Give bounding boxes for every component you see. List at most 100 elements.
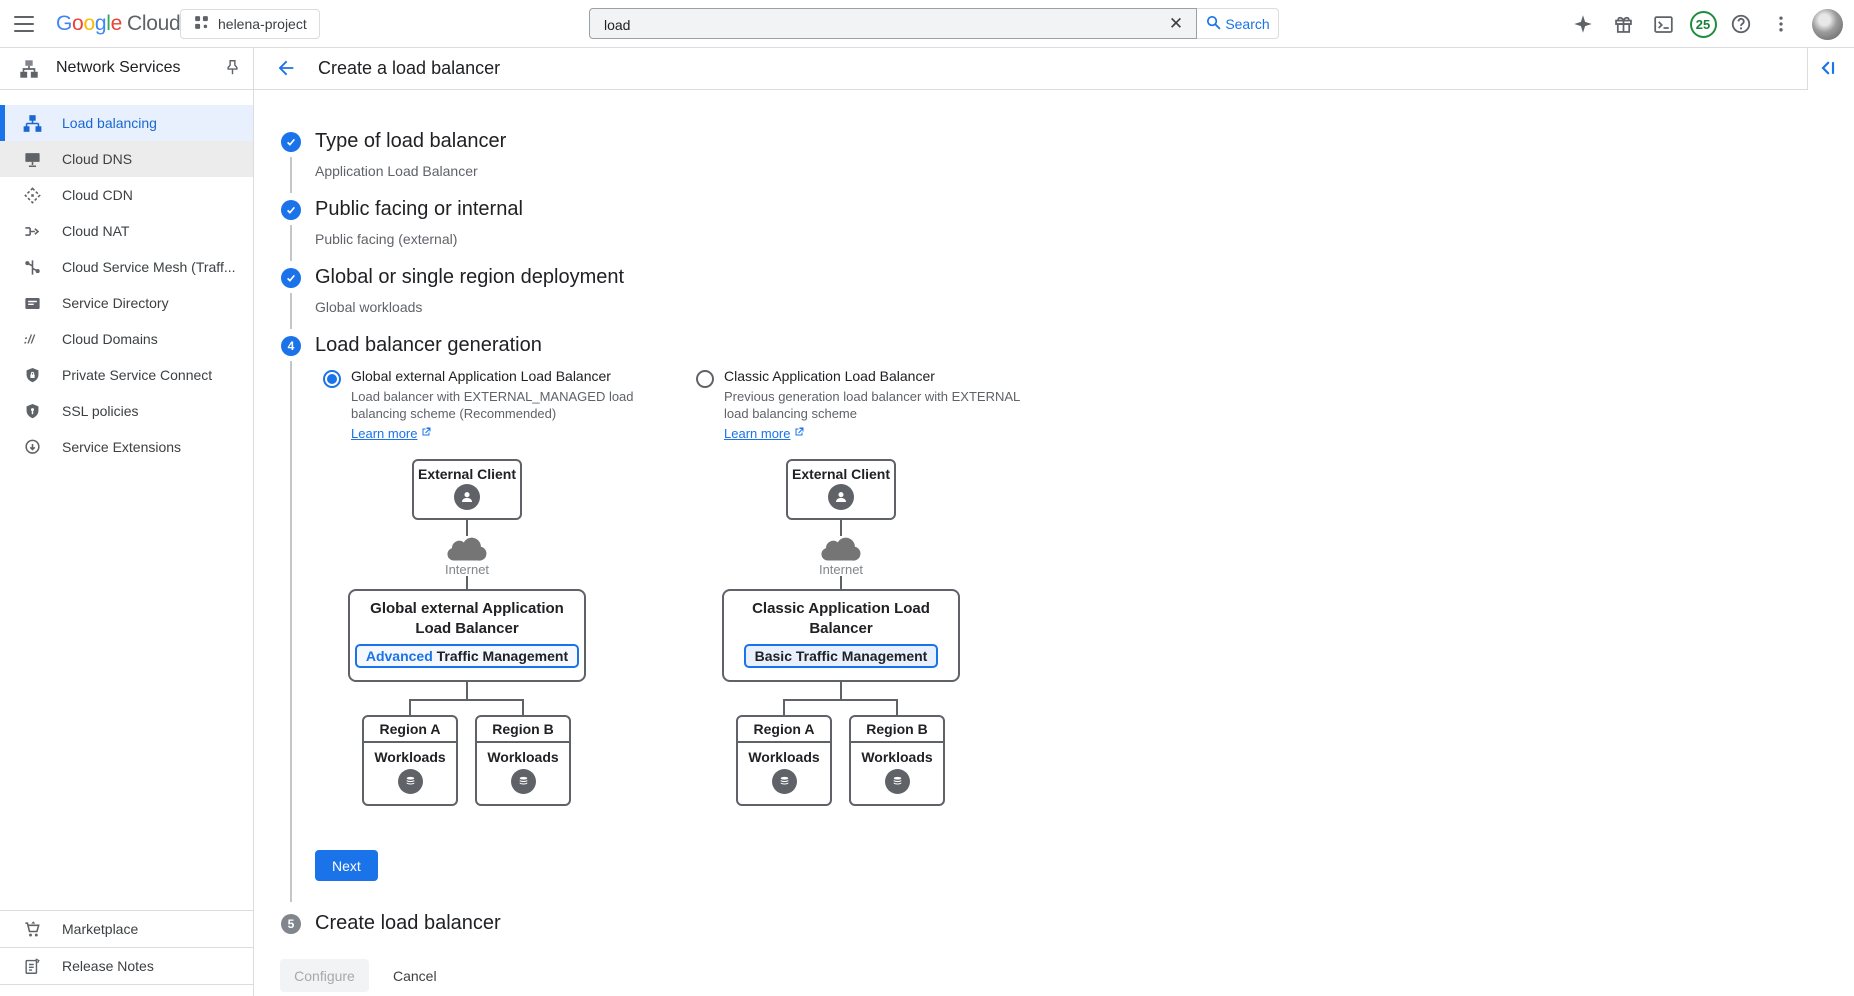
- learn-more-link[interactable]: Learn more: [351, 426, 432, 441]
- external-link-icon: [793, 426, 805, 441]
- logo-cloud: Cloud: [126, 11, 181, 35]
- sidebar-item-service-extensions[interactable]: Service Extensions: [0, 429, 253, 465]
- help-icon[interactable]: [1725, 8, 1757, 40]
- load-balancer-title: Global external Application Load Balance…: [370, 600, 564, 637]
- google-cloud-logo[interactable]: Google Cloud: [56, 0, 181, 47]
- database-icon: [884, 769, 910, 794]
- load-balancer-title: Classic Application Load Balancer: [752, 600, 930, 637]
- radio-unselected-icon[interactable]: [696, 370, 714, 388]
- product-title: Network Services: [56, 59, 181, 76]
- database-icon: [510, 769, 536, 794]
- internet-label: Internet: [818, 562, 864, 577]
- region-b-label: Region B: [477, 717, 569, 743]
- cloud-internet-icon: [447, 537, 487, 561]
- page-title: Create a load balancer: [318, 58, 501, 78]
- option-description: Load balancer with EXTERNAL_MANAGED load…: [351, 389, 634, 421]
- sidebar-item-release-notes[interactable]: Release Notes: [0, 947, 253, 984]
- option-classic-alb[interactable]: Classic Application Load Balancer Previo…: [696, 368, 1042, 443]
- workloads-label: Workloads: [748, 749, 820, 765]
- workloads-label: Workloads: [487, 749, 559, 765]
- step-4-title: Load balancer generation: [315, 334, 542, 356]
- external-client-label: External Client: [791, 466, 891, 482]
- project-name: helena-project: [218, 16, 307, 32]
- diagram-line: [840, 682, 842, 700]
- sidebar-item-cloud-service-mesh[interactable]: Cloud Service Mesh (Traff...: [0, 249, 253, 285]
- cloud-shell-icon[interactable]: [1647, 8, 1679, 40]
- sidebar-item-private-service-connect[interactable]: Private Service Connect: [0, 357, 253, 393]
- step-1-value: Application Load Balancer: [315, 163, 478, 179]
- cloud-internet-icon: [821, 537, 861, 561]
- logo-google: Google: [56, 11, 122, 35]
- sidebar-item-cloud-nat[interactable]: Cloud NAT: [0, 213, 253, 249]
- sidebar: Load balancing Cloud DNS Cloud CDN Cloud…: [0, 90, 254, 996]
- option-label: Global external Application Load Balance…: [351, 368, 611, 384]
- menu-icon[interactable]: [12, 13, 38, 35]
- project-picker-button[interactable]: helena-project: [180, 9, 320, 39]
- step-5-number: 5: [281, 914, 301, 934]
- next-button[interactable]: Next: [315, 850, 378, 881]
- diagram-line: [783, 699, 785, 715]
- clear-icon[interactable]: ✕: [1164, 12, 1188, 36]
- search-field: ✕: [589, 8, 1197, 40]
- workloads-label: Workloads: [861, 749, 933, 765]
- sidebar-item-marketplace[interactable]: Marketplace: [0, 910, 253, 947]
- gift-icon[interactable]: [1607, 8, 1639, 40]
- sidebar-footer: Marketplace Release Notes: [0, 910, 253, 985]
- diagram-line: [409, 699, 524, 701]
- region-b-box: Region B Workloads: [849, 715, 945, 806]
- sidebar-item-service-directory[interactable]: Service Directory: [0, 285, 253, 321]
- option-description: Previous generation load balancer with E…: [724, 389, 1020, 421]
- diagram-line: [522, 699, 524, 715]
- search-icon: [1205, 14, 1222, 34]
- sidebar-item-cloud-dns[interactable]: Cloud DNS: [0, 141, 253, 177]
- marketplace-icon: [22, 919, 42, 939]
- search-input[interactable]: [602, 9, 1146, 40]
- search-button[interactable]: Search: [1197, 8, 1279, 39]
- sidebar-item-ssl-policies[interactable]: SSL policies: [0, 393, 253, 429]
- external-client-box: External Client: [786, 459, 896, 520]
- private-service-connect-icon: [22, 365, 42, 385]
- option-global-external-alb[interactable]: Global external Application Load Balance…: [323, 368, 663, 443]
- external-link-icon: [420, 426, 432, 441]
- step-1-title: Type of load balancer: [315, 130, 507, 152]
- traffic-management-pill: Advanced Traffic Management: [354, 644, 580, 668]
- diagram-line: [466, 520, 468, 536]
- more-vert-icon[interactable]: [1765, 8, 1797, 40]
- region-a-label: Region A: [738, 717, 830, 743]
- person-icon: [828, 484, 854, 510]
- sidebar-nav-list: Load balancing Cloud DNS Cloud CDN Cloud…: [0, 105, 253, 465]
- service-directory-icon: [22, 293, 42, 313]
- learn-more-link[interactable]: Learn more: [724, 426, 805, 441]
- region-b-box: Region B Workloads: [475, 715, 571, 806]
- workloads-label: Workloads: [374, 749, 446, 765]
- sidebar-item-cloud-cdn[interactable]: Cloud CDN: [0, 177, 253, 213]
- collapse-panel-icon[interactable]: [1816, 57, 1840, 81]
- radio-selected-icon[interactable]: [323, 370, 341, 388]
- option-label: Classic Application Load Balancer: [724, 368, 935, 384]
- svg-text:://: ://: [23, 332, 35, 346]
- credits-count: 25: [1689, 10, 1717, 38]
- stepper-connector: [290, 293, 292, 329]
- gemini-sparkle-icon[interactable]: [1567, 8, 1599, 40]
- stepper-connector: [290, 225, 292, 261]
- step-3-title: Global or single region deployment: [315, 266, 625, 288]
- top-bar: Google Cloud helena-project ✕ Search: [0, 0, 1854, 48]
- pin-icon[interactable]: [220, 57, 244, 81]
- step-2-value: Public facing (external): [315, 231, 458, 247]
- configure-button[interactable]: Configure: [280, 959, 369, 992]
- cloud-dns-icon: [22, 149, 42, 169]
- diagram-line: [466, 682, 468, 700]
- step-2-title: Public facing or internal: [315, 198, 523, 220]
- avatar[interactable]: [1811, 8, 1843, 40]
- cancel-button[interactable]: Cancel: [385, 959, 445, 992]
- free-trial-credits-badge[interactable]: 25: [1687, 8, 1719, 40]
- network-services-icon: [18, 58, 40, 85]
- sidebar-item-cloud-domains[interactable]: :// Cloud Domains: [23, 331, 158, 347]
- diagram-global-external-alb: External Client Internet Global external…: [348, 459, 588, 809]
- step-5-title: Create load balancer: [315, 912, 501, 934]
- back-arrow-icon[interactable]: [274, 57, 298, 81]
- release-notes-icon: [22, 956, 42, 976]
- sidebar-item-load-balancing[interactable]: Load balancing: [0, 105, 253, 141]
- load-balancer-box: Global external Application Load Balance…: [348, 589, 586, 682]
- right-rail: [1807, 48, 1854, 90]
